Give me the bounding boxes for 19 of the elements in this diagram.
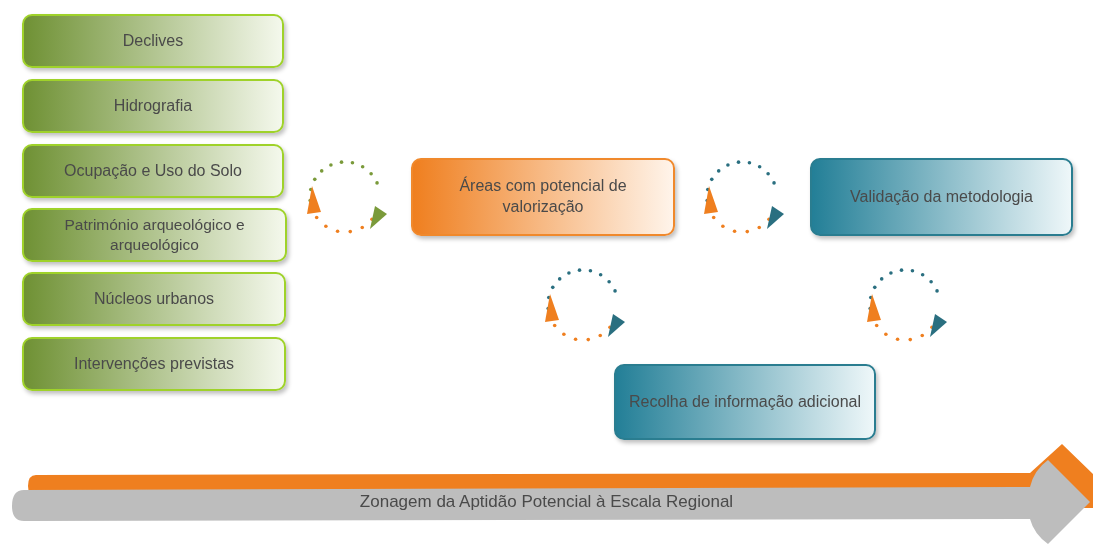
box-label: Áreas com potencial de valorização <box>458 176 628 217</box>
process-box <box>614 364 876 440</box>
box-label: Património arqueológico e arqueológico <box>63 214 246 255</box>
process-box <box>22 79 284 133</box>
timeline-label: Zonagem da Aptidão Potencial à Escala Regional <box>358 492 735 512</box>
box-label: Ocupação e Uso do Solo <box>64 160 242 181</box>
box-label: Hidrografia <box>113 95 193 116</box>
process-box <box>810 158 1073 236</box>
process-box <box>22 14 284 68</box>
process-box <box>22 272 286 326</box>
process-box <box>22 337 286 391</box>
box-label: Núcleos urbanos <box>93 288 215 309</box>
process-box <box>22 144 284 198</box>
box-label: Recolha de informação adicional <box>628 391 862 412</box>
box-label: Intervenções previstas <box>73 353 235 374</box>
process-box <box>22 208 287 262</box>
box-label: Validação da metodologia <box>850 186 1033 207</box>
box-label: Declives <box>122 30 184 51</box>
process-box <box>411 158 675 236</box>
